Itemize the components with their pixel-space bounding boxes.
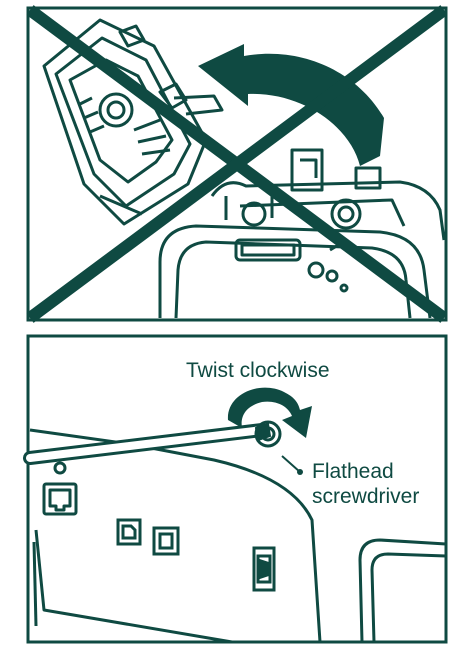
callout-label-line2: screwdriver [312,485,419,508]
usb-port-icon [154,528,178,554]
curved-rotation-arrow-icon [198,44,384,166]
flathead-screwdriver-icon [30,424,270,458]
ethernet-port-icon [44,463,76,514]
prohibited-panel [28,8,446,320]
instruction-label: Twist clockwise [186,359,330,382]
callout-pointer [282,456,303,475]
usb-b-port-icon [118,520,140,544]
instruction-panel: Twist clockwise Flathead screwdriver [28,336,446,642]
callout-label-line1: Flathead [312,460,394,483]
power-switch-icon [254,548,274,590]
